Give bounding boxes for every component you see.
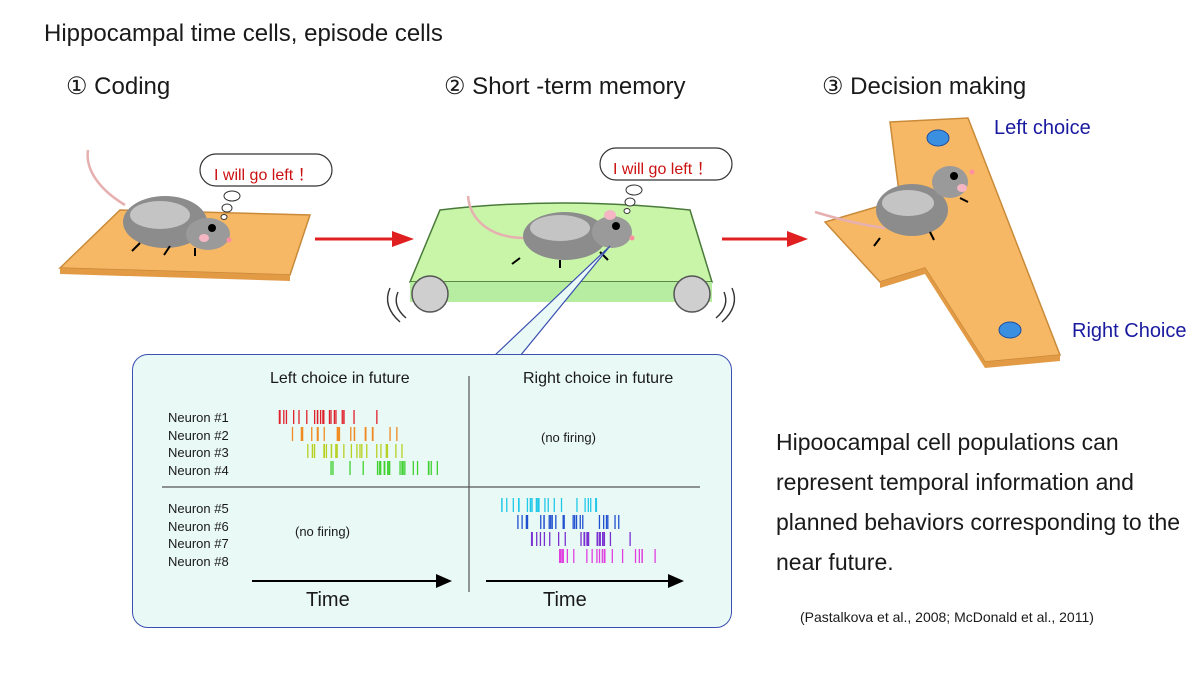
no-firing-label: (no firing) [295,524,350,539]
spike-rasters [278,410,656,563]
left-choice-label: Left choice [994,117,1091,139]
neuron-label: Neuron #7 [168,536,229,551]
right-target-dot [998,321,1022,339]
mouse-icon [814,166,975,247]
page-title: Hippocampal time cells, episode cells [44,20,443,47]
neuron-label: Neuron #4 [168,463,229,478]
thought-bubble-text: I will go left ！ [214,167,314,184]
no-firing-label: (no firing) [541,430,596,445]
step-coding-label: ① Coding [66,73,171,100]
raster-panel [132,354,732,628]
thought-bubble-icon [599,147,733,214]
step-decision-making-label: ③ Decision making [822,73,1027,100]
arrow-icon [315,231,414,247]
time-label: Time [306,589,350,611]
neuron-label: Neuron #6 [168,519,229,534]
mouse-icon [466,195,635,268]
neuron-label: Neuron #2 [168,428,229,443]
neuron-label: Neuron #1 [168,410,229,425]
neuron-label: Neuron #5 [168,501,229,516]
citation-text: (Pastalkova et al., 2008; McDonald et al… [800,609,1094,625]
time-arrow-right [486,574,684,588]
arrow-icon [722,231,808,247]
t-maze-icon [823,117,1062,368]
caption-text: Hipoocampal cell populations can represe… [776,429,1181,575]
neuron-label: Neuron #3 [168,445,229,460]
time-label: Time [543,589,587,611]
right-choice-label: Right Choice [1072,320,1187,342]
right-choice-header: Right choice in future [523,370,674,387]
coding-scene [58,149,333,281]
left-choice-header: Left choice in future [270,370,410,387]
thought-bubble-icon [199,153,333,220]
neuron-label: Neuron #8 [168,554,229,569]
step-short-term-memory-label: ② Short -term memory [444,73,686,100]
left-target-dot [926,129,950,147]
thought-bubble-text: I will go left ！ [613,161,713,178]
time-arrow-left [252,574,452,588]
mouse-icon [86,149,232,256]
